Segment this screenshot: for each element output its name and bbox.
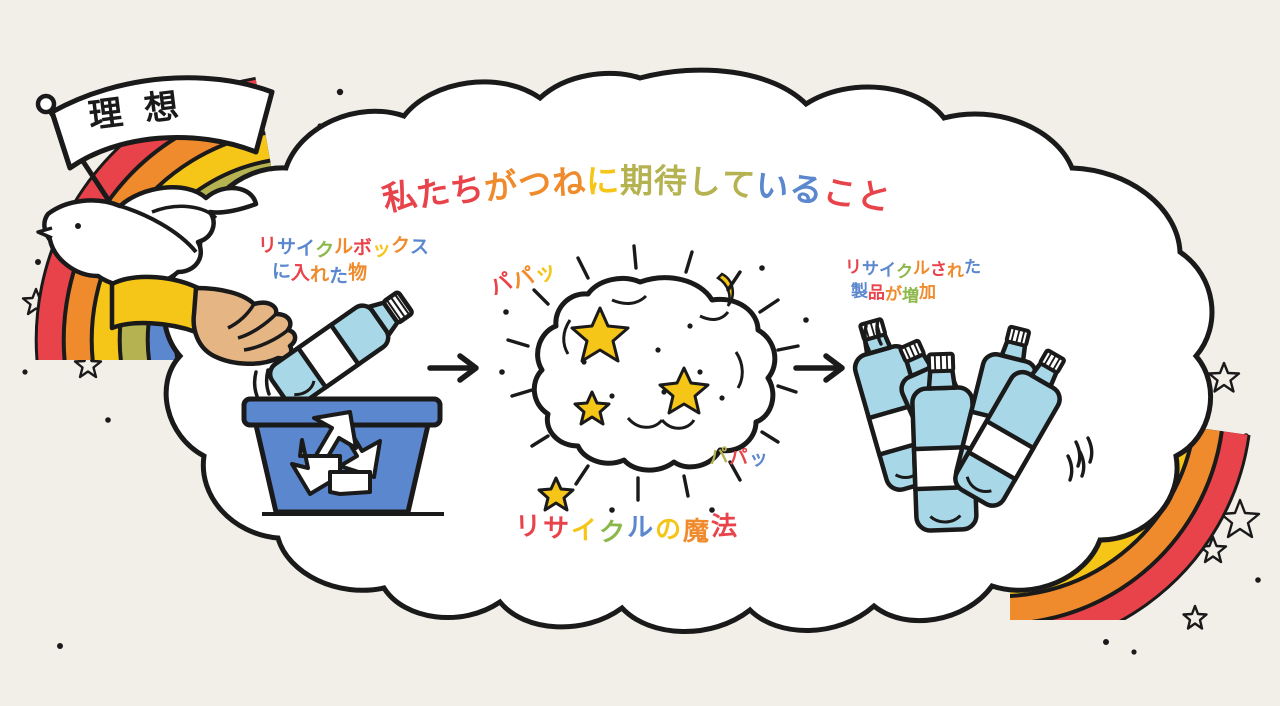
glyph: ル [913,258,930,278]
glyph: ク [390,235,411,257]
motion-lines-hand [252,368,271,398]
onomatopoeia-bottom-right: パパッ [708,442,770,473]
dove-eye [75,223,81,229]
motion-lines-cloud-right [1074,436,1094,468]
magic-puff [531,275,778,473]
glyph: ク [598,516,628,548]
glyph: 期 [620,162,654,199]
glyph: ル [627,512,656,542]
glyph: に [271,261,292,283]
glyph: 法 [710,510,740,542]
label-left-line2: に入れた物 [258,261,429,288]
glyph: た [328,266,349,288]
label-recycle-box-input: リサイクルボックス に入れた物 [258,235,430,288]
glyph: パ [707,445,731,469]
glyph: れ [309,264,330,286]
glyph: イ [570,514,600,546]
recycle-symbol [290,410,382,496]
glyph: パ [728,447,750,470]
glyph: ボ [352,237,373,260]
glyph: 魔 [682,515,712,547]
glyph: サ [861,259,880,279]
glyph: リ [514,510,544,542]
glyph: さ [929,259,948,280]
glyph: リ [257,235,278,257]
glyph: て [720,163,758,205]
glyph: 製 [850,281,869,301]
glyph: サ [276,237,297,259]
glyph: が [482,165,521,208]
glyph: つ [516,163,554,205]
glyph: し [686,162,723,202]
glyph: 品 [867,283,886,303]
moon-sparkle [715,272,735,307]
label-left-line1: リサイクルボックス [258,235,430,261]
magic-puff-inner-lines [562,294,744,430]
label-right-line2: 製品が増加 [845,281,981,306]
caption-recycle-magic: リサイクルの魔法 [514,509,740,548]
glyph: 入 [290,263,311,285]
dove [36,185,259,289]
glyph: 加 [919,282,936,302]
magic-burst-lines [499,244,809,513]
glyph: リ [844,257,863,277]
arrow-left [427,353,479,383]
flag-banner [49,75,275,171]
glyph: ク [314,240,335,262]
hand [191,285,298,366]
glyph: れ [946,261,965,281]
recycling-bin [241,396,444,516]
glyph: た [963,257,982,277]
arrow-right [793,353,845,383]
glyph: ッ [748,447,771,471]
glyph: が [884,284,903,304]
glyph: ね [551,162,588,202]
dove-beak [36,226,53,240]
magic-sparkle-stars [537,306,710,512]
bottle-label [295,321,362,391]
glyph: イ [878,260,897,280]
label-recycled-products: リサイクルされた 製品が増加 [845,257,981,306]
label-right-line1: リサイクルされた [845,257,981,281]
glyph: ク [895,262,914,282]
page-title: 私たちがつねに期待していること [379,162,895,218]
glyph: サ [542,512,572,544]
bottle-dropped [267,290,414,408]
glyph: ッ [371,239,392,261]
glyph: 待 [653,161,689,200]
flag-group [35,75,275,239]
glyph: に [585,161,621,200]
glyph: ス [409,236,430,259]
glyph: ル [334,236,354,258]
glyph: 物 [348,262,368,284]
glyph: イ [295,238,316,260]
flag-pole-finial [35,93,57,115]
arm-dropping-bottle [109,274,298,366]
sleeve [109,274,205,335]
glyph: の [654,513,684,545]
glyph: 増 [901,286,920,306]
